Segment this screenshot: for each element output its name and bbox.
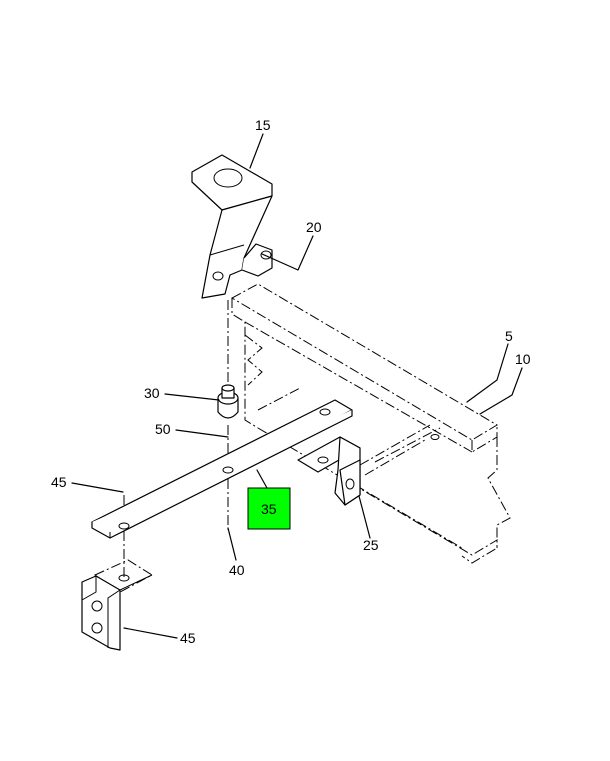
- callout-35[interactable]: 35: [261, 501, 277, 517]
- upper-bracket: [191, 154, 273, 299]
- rubber-isolator: [217, 384, 239, 419]
- callout-10: 10: [515, 351, 531, 367]
- callout-40: 40: [229, 562, 245, 578]
- callout-labels: 15 20 5 10 30 50 45 35 25 40 45: [51, 117, 531, 646]
- callout-45-lower: 45: [180, 630, 196, 646]
- strap: [91, 399, 353, 539]
- callout-20: 20: [306, 219, 322, 235]
- leader-lines: [71, 133, 523, 639]
- callout-25: 25: [363, 537, 379, 553]
- lower-bracket: [81, 559, 153, 651]
- callout-5: 5: [505, 328, 513, 344]
- callout-15: 15: [255, 117, 271, 133]
- callout-45-upper: 45: [51, 474, 67, 490]
- callout-30: 30: [144, 385, 160, 401]
- callout-50: 50: [155, 421, 171, 437]
- angle-bracket: [297, 424, 431, 506]
- callout-35-highlight[interactable]: [247, 487, 291, 530]
